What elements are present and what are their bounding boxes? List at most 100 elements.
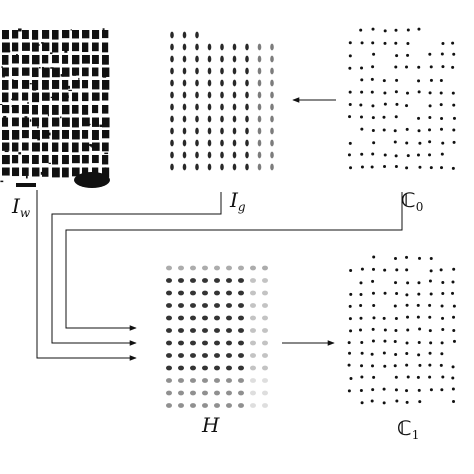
ig-dot <box>270 115 274 123</box>
c1-point <box>452 329 456 333</box>
iw-window <box>62 55 69 64</box>
iw-window <box>82 55 90 64</box>
iw-speckle <box>78 77 80 80</box>
ig-dot <box>245 55 249 63</box>
h-blob <box>238 403 244 408</box>
c1-point <box>418 400 422 404</box>
iw-window <box>92 80 100 90</box>
c0-point <box>395 102 399 106</box>
iw-window <box>32 117 40 127</box>
iw-window <box>2 42 10 53</box>
ig-dot <box>182 55 187 63</box>
c0-point <box>395 54 399 58</box>
iw-window <box>62 42 69 51</box>
c0-point <box>394 28 398 32</box>
iw-speckle <box>47 113 49 117</box>
c1-point <box>416 315 420 319</box>
c1-point <box>417 281 421 285</box>
iw-window <box>92 117 99 127</box>
c0-point <box>347 153 351 157</box>
c1-point <box>393 304 397 308</box>
c0-point <box>394 115 398 119</box>
iw-window <box>62 92 69 102</box>
c1-point <box>394 317 398 321</box>
c1-point <box>360 351 364 355</box>
iw-speckle <box>26 109 29 111</box>
c1-point <box>372 304 376 308</box>
ig-dot <box>232 55 237 63</box>
iw-speckle <box>18 152 22 155</box>
c0-point <box>393 140 397 144</box>
iw-window <box>52 92 59 101</box>
ig-dot <box>195 79 199 87</box>
iw-speckle <box>102 75 107 78</box>
iw-window <box>72 30 79 39</box>
c0-point <box>428 91 432 95</box>
ig-dot <box>245 151 249 159</box>
c1-point <box>406 375 410 379</box>
iw-window <box>102 55 109 65</box>
iw-window <box>22 92 29 101</box>
iw-window <box>12 130 20 140</box>
iw-window <box>2 167 10 176</box>
label-iw-main: I <box>12 194 20 218</box>
iw-speckle <box>42 72 44 75</box>
c0-point <box>441 65 445 69</box>
h-blob <box>190 315 196 321</box>
c1-point <box>383 291 387 295</box>
c1-point <box>429 388 433 392</box>
label-c0-main: ℂ <box>401 188 416 212</box>
ig-dot <box>195 103 199 111</box>
c1-point <box>371 291 375 295</box>
c1-point <box>359 388 363 392</box>
arrow-c0-to-h <box>65 192 403 331</box>
iw-window <box>82 30 90 39</box>
iw-speckle <box>32 88 37 91</box>
iw-speckle <box>84 136 86 139</box>
ig-dot <box>270 127 274 135</box>
iw-window <box>52 67 60 78</box>
iw-window <box>102 30 109 39</box>
iw-speckle <box>24 116 28 118</box>
c1-point <box>349 268 353 272</box>
iw-window <box>62 80 69 90</box>
c0-point <box>360 41 364 45</box>
h-blob <box>250 365 256 371</box>
iw-window <box>52 167 60 178</box>
iw-speckle <box>0 103 3 106</box>
iw-speckle <box>49 52 53 55</box>
iw-speckle <box>63 131 66 133</box>
c1-point <box>371 388 375 392</box>
ig-dot <box>170 67 174 75</box>
c1-point <box>395 399 399 403</box>
ig-dot <box>182 127 187 135</box>
c1-point <box>441 291 445 295</box>
iw-window <box>32 142 40 152</box>
c0-point <box>360 152 364 156</box>
h-blob <box>178 353 184 358</box>
c0-point <box>417 27 421 31</box>
h-blob <box>262 315 268 321</box>
iw-window <box>12 142 19 152</box>
iw-window <box>42 42 50 52</box>
c0-point <box>394 90 398 94</box>
ig-dot <box>245 115 249 123</box>
ig-dot <box>270 91 274 99</box>
c0-point <box>383 153 387 157</box>
h-blob <box>166 303 172 308</box>
iw-window <box>2 30 9 40</box>
c1-point <box>382 316 386 320</box>
c0-point <box>360 66 364 70</box>
ig-dot <box>182 31 187 39</box>
h-blob <box>202 378 208 383</box>
iw-speckle <box>37 137 40 141</box>
c0-point <box>439 127 443 131</box>
label-c0-sub: 0 <box>415 200 424 214</box>
h-blob <box>238 290 244 296</box>
iw-window <box>92 92 100 101</box>
label-ig-sub: g <box>237 200 246 214</box>
c0-point <box>406 91 410 95</box>
input-image-iw <box>0 26 112 188</box>
iw-window <box>92 130 99 140</box>
c0-point <box>372 141 376 145</box>
